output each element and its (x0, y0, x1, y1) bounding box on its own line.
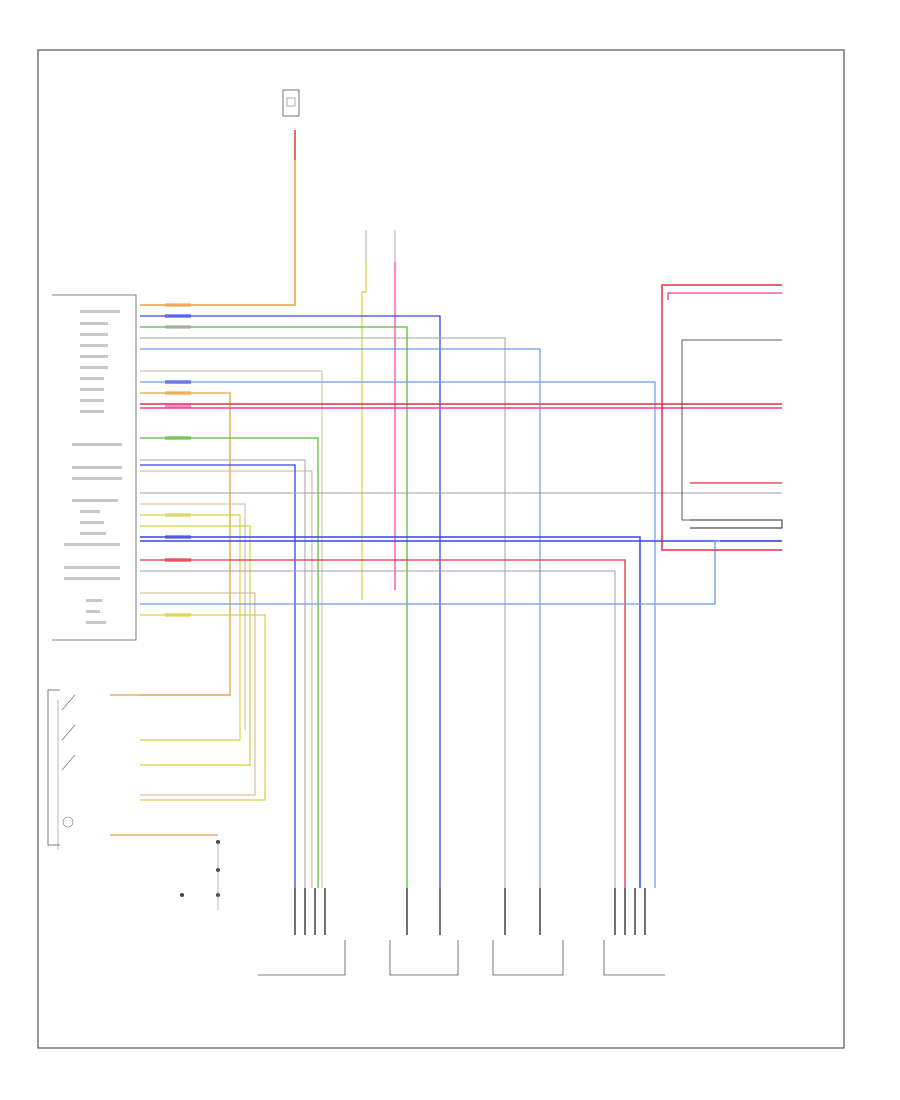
wire-code-5 (165, 391, 191, 395)
lower-left-component (180, 840, 220, 910)
wire-yellow-2 (140, 525, 251, 766)
wire-blue-4 (140, 536, 641, 888)
wire-black-right (690, 519, 783, 529)
wire-tan-4 (140, 592, 256, 796)
wire-harness (110, 130, 783, 888)
switch-assembly (47, 689, 76, 850)
wire-green-2 (140, 437, 319, 888)
wire-tan-1 (140, 370, 323, 888)
right-components (681, 339, 782, 521)
wire-red-lower (140, 559, 626, 888)
wire-grey-1 (140, 337, 506, 888)
ecu-box (52, 294, 137, 641)
wire-code-2 (165, 314, 191, 318)
wire-lblue-long (140, 381, 656, 888)
page-frame (37, 49, 845, 1049)
wire-code-3 (165, 325, 191, 329)
wire-code-4 (165, 380, 191, 384)
wire-code-8 (165, 513, 191, 517)
ecu-pin-labels (64, 310, 122, 624)
wire-code-1 (165, 303, 191, 307)
data-link-connector (365, 230, 396, 262)
top-fuse-box (282, 89, 300, 117)
sensor-a-box (258, 940, 346, 976)
wire-grey-2 (140, 459, 306, 888)
wire-code-7 (165, 436, 191, 440)
wire-code-6 (165, 404, 191, 408)
wire-tan-2 (140, 470, 313, 888)
wire-tan-3 (140, 503, 246, 730)
wire-blue-3 (140, 464, 296, 888)
wire-code-10 (165, 558, 191, 562)
sensor-group (258, 888, 665, 976)
wire-dlc-yellow (361, 260, 367, 600)
wire-fuse-feed (140, 130, 296, 306)
sensor-d-box (603, 940, 665, 976)
wire-grey-3 (140, 570, 616, 888)
wire-blue-2 (140, 348, 541, 888)
sensor-b-box (389, 940, 459, 976)
wire-yellow-1 (140, 514, 241, 741)
wire-blue-1 (140, 315, 441, 888)
wire-pink-right (667, 292, 782, 300)
wire-green-1 (140, 326, 408, 888)
wire-red-right (661, 284, 782, 551)
wire-code-9 (165, 535, 191, 539)
sensor-c-box (492, 940, 564, 976)
wire-code-11 (165, 613, 191, 617)
wire-yellow-3 (140, 614, 266, 801)
